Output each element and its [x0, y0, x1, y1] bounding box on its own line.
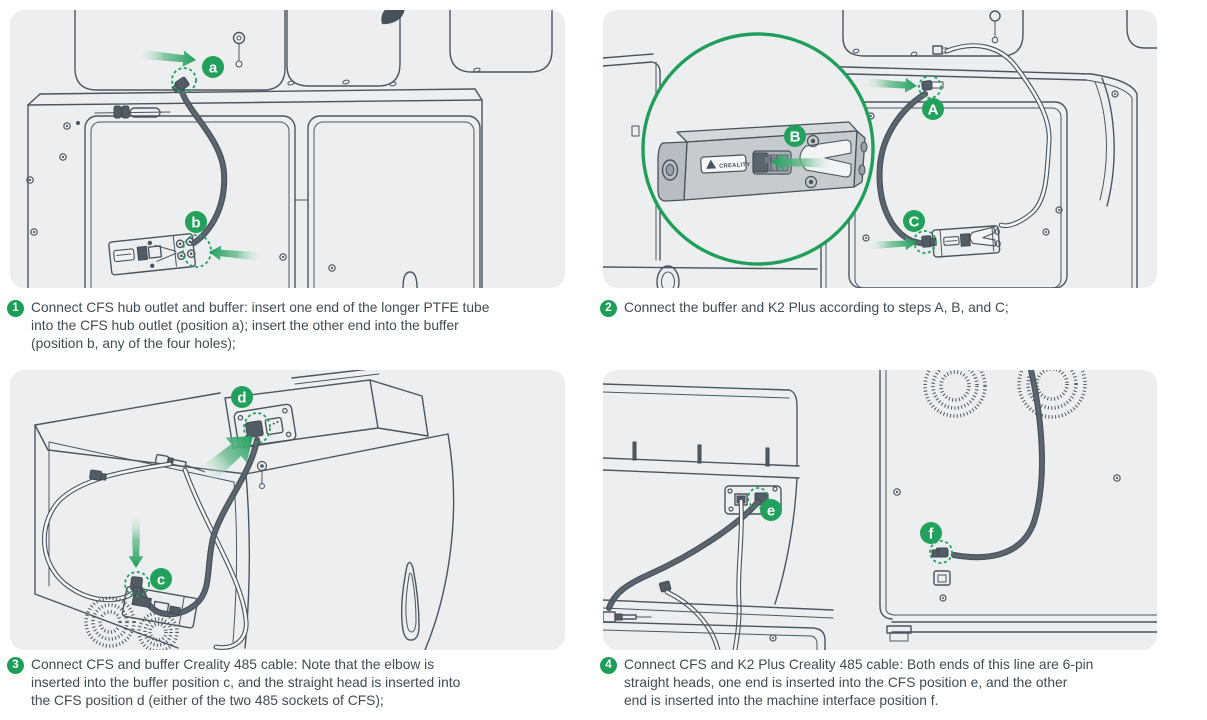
green-arrow-icon: [200, 436, 253, 483]
door-handle-keyhole: [402, 271, 418, 288]
buffer-unit: [121, 576, 199, 629]
ptfe-adapter-fitting: [603, 611, 652, 623]
ptfe-adapter-fitting: [94, 105, 171, 119]
step-caption-text: Connect CFS and K2 Plus Creality 485 cab…: [624, 657, 1094, 708]
marker-label-c: c: [157, 572, 165, 589]
creality-triangle-icon: [706, 159, 717, 169]
cfs-and-machine-drawing: e f: [603, 370, 1157, 650]
step-caption-text: Connect the buffer and K2 Plus according…: [624, 300, 1009, 315]
buffer-connection-drawing: CREALITY B: [603, 10, 1157, 288]
fan-grille-icon: [84, 596, 179, 650]
cfs-hub-units: [74, 10, 553, 91]
step-1-illustration: a b: [10, 10, 565, 288]
step-caption-text: Connect CFS and buffer Creality 485 cabl…: [31, 657, 461, 708]
green-arrow-icon: [771, 153, 831, 171]
position-marker-d: d: [231, 386, 253, 408]
position-marker-a: a: [202, 56, 224, 78]
machine-back-panel: [879, 370, 1157, 642]
dashed-highlight-c: [124, 571, 150, 597]
marker-label-d: d: [237, 390, 246, 407]
position-marker-B: B: [784, 125, 806, 147]
side-handle: [400, 561, 420, 641]
green-arrow-icon: [128, 516, 144, 568]
dashed-highlight-e: [747, 487, 769, 509]
ptfe-tube-white: [932, 43, 1052, 229]
step-3-caption: 3 Connect CFS and buffer Creality 485 ca…: [7, 656, 555, 710]
ptfe-tube-dark: [876, 91, 928, 246]
buffer-unit: [108, 233, 196, 276]
step-1-caption: 1 Connect CFS hub outlet and buffer: ins…: [7, 299, 555, 353]
marker-label-b: b: [191, 215, 200, 232]
position-marker-e: e: [760, 499, 782, 521]
dashed-highlight-f: [929, 540, 953, 564]
position-marker-f: f: [920, 522, 942, 544]
step-number-badge: 1: [7, 300, 24, 317]
creality-swoosh-icon: [381, 10, 405, 25]
step-4-illustration: e f: [603, 370, 1157, 650]
ptfe-tube-loop: [42, 461, 249, 650]
buffer-unit: [921, 225, 1001, 258]
dashed-highlight-A: [918, 75, 942, 99]
step-3-illustration: d c: [10, 370, 565, 650]
logo-text: CREALITY: [719, 162, 751, 170]
position-marker-A: A: [922, 98, 944, 120]
buffer-unit-magnified: CREALITY: [657, 121, 868, 202]
printer-back-body: [26, 88, 483, 288]
marker-label-e: e: [767, 503, 775, 520]
printer-back-drawing: a b: [26, 10, 553, 288]
screws: [26, 121, 336, 272]
green-arrow-icon: [139, 49, 196, 67]
step-number-badge: 3: [7, 657, 24, 674]
step-caption-text: Connect CFS hub outlet and buffer: inser…: [31, 300, 490, 351]
green-arrow-icon: [869, 236, 916, 251]
step-4-caption: 4 Connect CFS and K2 Plus Creality 485 c…: [600, 656, 1195, 710]
position-marker-b: b: [185, 211, 207, 233]
marker-label-C: C: [909, 214, 920, 231]
ethernet-port: [933, 570, 951, 586]
green-arrow-icon: [865, 77, 917, 93]
fan-grille-icon: [923, 370, 1087, 419]
ptfe-tube: [171, 76, 228, 246]
dashed-highlight-d: [243, 412, 271, 444]
marker-label-A: A: [928, 102, 939, 119]
marker-label-a: a: [209, 60, 218, 77]
position-marker-C: C: [903, 210, 925, 232]
magnifier-circle: CREALITY B: [641, 32, 875, 266]
green-arrow-icon: [209, 245, 261, 261]
dashed-highlight-a: [171, 67, 197, 93]
cfs-rear-view: [603, 383, 834, 650]
step-2-caption: 2 Connect the buffer and K2 Plus accordi…: [600, 299, 1190, 317]
step-2-illustration: CREALITY B: [603, 10, 1157, 288]
position-marker-c: c: [150, 568, 172, 590]
marker-label-f: f: [929, 526, 935, 543]
485-socket-plate: [233, 403, 297, 449]
step-number-badge: 2: [600, 300, 617, 317]
cable-485: [951, 370, 1045, 561]
creality-logo: CREALITY: [700, 154, 751, 174]
marker-label-B: B: [790, 129, 801, 146]
cfs-unit-top: [224, 370, 429, 489]
printer-perspective-drawing: d c: [34, 370, 455, 650]
step-number-badge: 4: [600, 657, 617, 674]
